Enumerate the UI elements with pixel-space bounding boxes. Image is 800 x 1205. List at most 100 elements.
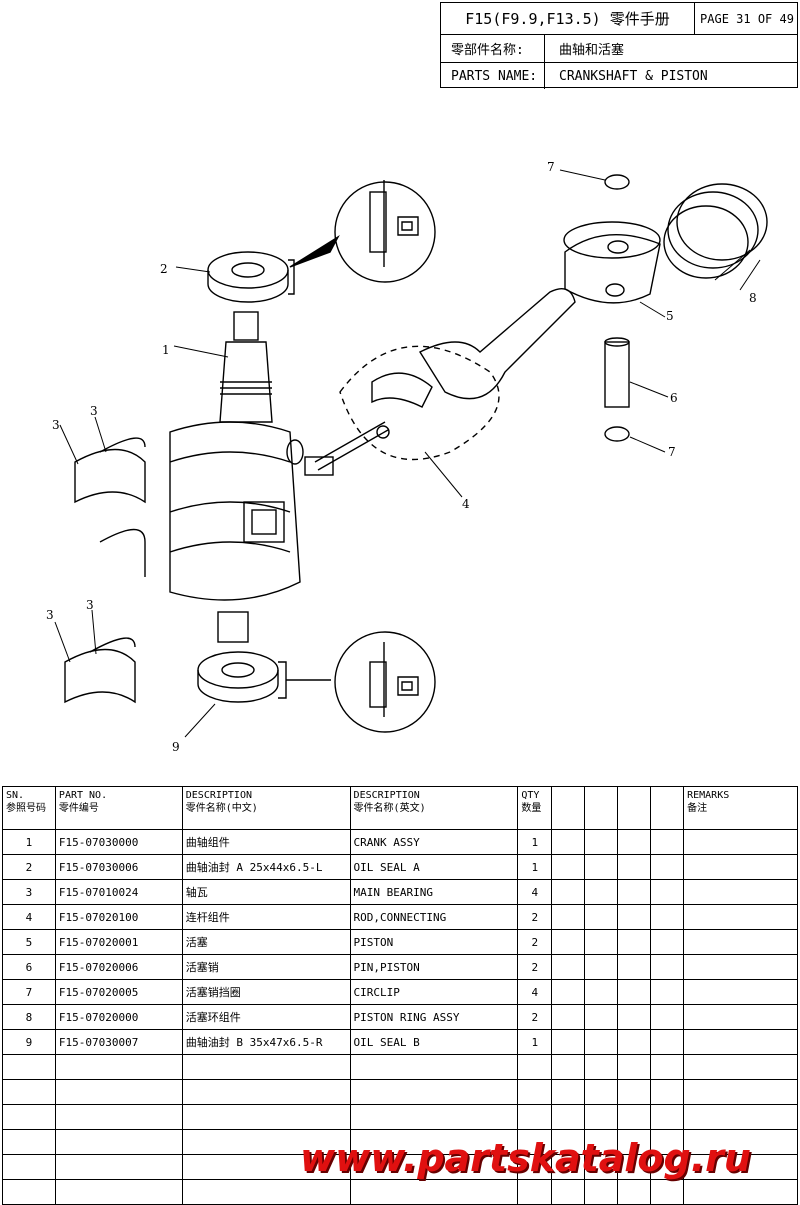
en-parts-name-value: CRANKSHAFT & PISTON: [559, 68, 708, 84]
row-blank: [584, 1029, 619, 1055]
leader-lines: [54, 169, 761, 738]
row-sn: 7: [2, 979, 56, 1005]
row-part-no: F15-07020100: [54, 904, 183, 930]
main-bearing-lower: [64, 637, 136, 704]
row-blank: [584, 1179, 619, 1205]
row-desc-en: [349, 1079, 519, 1105]
row-qty: [517, 1079, 553, 1105]
row-qty: 1: [517, 854, 553, 880]
row-desc-cn: [181, 1104, 351, 1130]
row-qty: [517, 1129, 553, 1155]
row-blank: [617, 929, 652, 955]
row-part-no: [54, 1054, 183, 1080]
row-blank: [650, 954, 685, 980]
row-remarks: [683, 1079, 798, 1105]
callout-5: 5: [666, 309, 674, 323]
detail-circle-bottom: [334, 631, 436, 733]
row-desc-en: CIRCLIP: [349, 979, 519, 1005]
row-desc-cn: 曲轴油封 A 25x44x6.5-L: [181, 854, 351, 880]
row-qty: [517, 1154, 553, 1180]
cn-parts-name-value: 曲轴和活塞: [559, 43, 625, 58]
row-qty: 4: [517, 979, 553, 1005]
row-blank: [584, 929, 619, 955]
row-desc-en: PIN,PISTON: [349, 954, 519, 980]
row-desc-en: OIL SEAL B: [349, 1029, 519, 1055]
row-blank: [650, 1104, 685, 1130]
circlip-bottom: [604, 426, 630, 442]
row-desc-en: OIL SEAL A: [349, 854, 519, 880]
callout-2: 2: [160, 262, 168, 276]
row-desc-en: PISTON RING ASSY: [349, 1004, 519, 1030]
row-blank: [584, 1079, 619, 1105]
row-qty: 2: [517, 929, 553, 955]
row-qty: 2: [517, 1004, 553, 1030]
row-part-no: F15-07030000: [54, 829, 183, 855]
row-part-no: F15-07020005: [54, 979, 183, 1005]
row-desc-en: [349, 1179, 519, 1205]
cn-name-row: 零部件名称: 曲轴和活塞: [441, 35, 797, 63]
row-desc-cn: 活塞: [181, 929, 351, 955]
row-blank: [551, 979, 586, 1005]
row-remarks: [683, 954, 798, 980]
row-part-no: F15-07020001: [54, 929, 183, 955]
row-desc-en: [349, 1054, 519, 1080]
row-sn: 8: [2, 1004, 56, 1030]
row-sn: [2, 1129, 56, 1155]
row-sn: [2, 1104, 56, 1130]
row-blank: [584, 1054, 619, 1080]
row-blank: [617, 904, 652, 930]
row-blank: [551, 829, 586, 855]
row-blank: [551, 904, 586, 930]
row-blank: [584, 979, 619, 1005]
row-sn: 4: [2, 904, 56, 930]
row-part-no: [54, 1079, 183, 1105]
row-blank: [584, 1004, 619, 1030]
title-block: F15(F9.9,F13.5) 零件手册 PAGE 31 OF 49 零部件名称…: [440, 2, 798, 89]
exploded-diagram: [54, 169, 768, 738]
callout-7b: 7: [668, 445, 676, 459]
row-desc-cn: 曲轴油封 B 35x47x6.5-R: [181, 1029, 351, 1055]
row-blank: [617, 854, 652, 880]
row-remarks: [683, 1179, 798, 1205]
row-desc-cn: 连杆组件: [181, 904, 351, 930]
row-blank: [617, 954, 652, 980]
empty-row: [2, 1154, 798, 1180]
callout-8: 8: [749, 291, 757, 305]
row-blank: [551, 1104, 586, 1130]
row-blank: [650, 829, 685, 855]
row-blank: [584, 854, 619, 880]
row-blank: [551, 1004, 586, 1030]
row-sn: 5: [2, 929, 56, 955]
oil-seal-a: [207, 251, 295, 303]
watermark: www.partskatalog.ru: [300, 1136, 751, 1180]
row-remarks: [683, 854, 798, 880]
row-sn: [2, 1179, 56, 1205]
row-remarks: [683, 1129, 798, 1155]
row-blank: [650, 1054, 685, 1080]
row-part-no: F15-07010024: [54, 879, 183, 905]
row-blank: [650, 1179, 685, 1205]
row-remarks: [683, 1004, 798, 1030]
row-part-no: [54, 1154, 183, 1180]
row-qty: [517, 1179, 553, 1205]
row-remarks: [683, 1154, 798, 1180]
row-sn: [2, 1054, 56, 1080]
callout-1: 1: [162, 343, 170, 357]
manual-title: F15(F9.9,F13.5) 零件手册: [441, 3, 695, 34]
row-blank: [551, 879, 586, 905]
empty-row: [2, 1104, 798, 1130]
circlip-top: [604, 174, 630, 190]
detail-circle-top: [289, 180, 436, 283]
row-desc-en: [349, 1154, 519, 1180]
row-sn: 9: [2, 1029, 56, 1055]
row-desc-en: PISTON: [349, 929, 519, 955]
